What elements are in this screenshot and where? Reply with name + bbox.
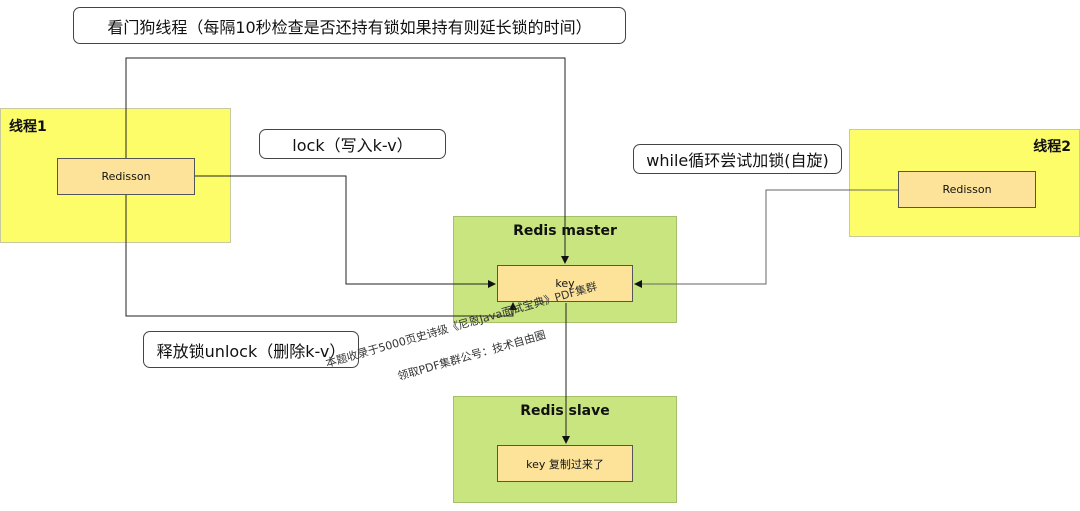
redis-slave-key: key 复制过来了: [497, 445, 633, 482]
lock-line: [195, 175, 496, 288]
watchdog-line: [125, 57, 569, 264]
release-callout: 释放锁unlock（删除k-v）: [143, 331, 359, 368]
thread2-redisson: Redisson: [898, 171, 1036, 208]
watchdog-bottom-line: [125, 195, 517, 317]
watchdog-callout: 看门狗线程（每隔10秒检查是否还持有锁如果持有则延长锁的时间）: [73, 7, 626, 44]
lock-callout: lock（写入k-v）: [259, 129, 446, 159]
thread1-title: 线程1: [9, 119, 47, 135]
redis-slave-title: Redis slave: [520, 403, 610, 419]
spin-line: [634, 189, 898, 288]
while-loop-callout: while循环尝试加锁(自旋): [633, 144, 842, 174]
redis-master-key: key: [497, 265, 633, 302]
thread1-redisson: Redisson: [57, 158, 195, 195]
thread2-title: 线程2: [1033, 139, 1071, 155]
